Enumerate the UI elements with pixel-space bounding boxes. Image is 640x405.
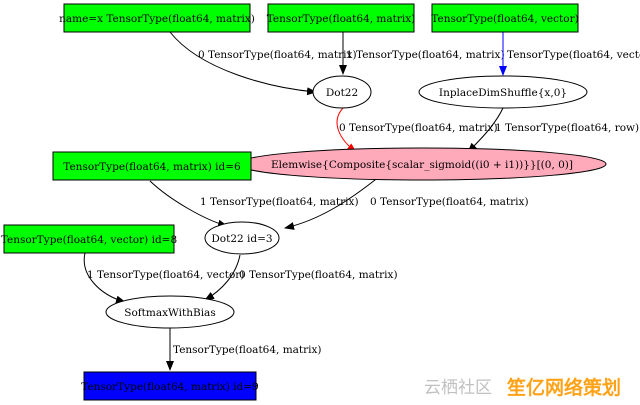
edge-elemwise-to-dot22id3: 0 TensorType(float64, matrix) [284,175,529,230]
edge-label: 1 TensorType(float64, row) [495,122,639,134]
node-input-id8[interactable]: TensorType(float64, vector) id=8 [1,224,177,254]
watermark: 云栖社区 笙亿网络策划 [424,376,621,399]
node-label: TensorType(float64, matrix) id=9 [81,381,258,393]
node-label: InplaceDimShuffle{x,0} [439,87,567,99]
edge-id6-to-dot22id3: 1 TensorType(float64, matrix) [149,180,359,228]
edge-softmax-to-output: TensorType(float64, matrix) [166,327,322,371]
node-dot22[interactable]: Dot22 [312,75,372,109]
node-label: name=x TensorType(float64, matrix) [59,13,255,25]
node-label: TensorType(float64, vector) [431,13,578,25]
node-input-vector[interactable]: TensorType(float64, vector) [431,3,579,33]
edge-x-to-dot22: 0 TensorType(float64, matrix) [169,31,357,96]
watermark-right-text: 笙亿网络策划 [506,376,621,399]
edge-label: 1 TensorType(float64, matrix) [200,196,359,208]
node-dot22-id3[interactable]: Dot22 id=3 [204,221,280,255]
edge-label: 1 TensorType(float64, vector) [87,269,244,281]
watermark-left-text: 云栖社区 [424,378,492,398]
node-output-id9[interactable]: TensorType(float64, matrix) id=9 [81,371,259,401]
edge-id8-to-softmax: 1 TensorType(float64, vector) [83,252,244,304]
node-label: Dot22 [326,87,358,99]
node-label: TensorType(float64, matrix) [267,13,416,25]
node-input-matrix[interactable]: TensorType(float64, matrix) [267,3,416,33]
edge-dot22-to-elemwise: 0 TensorType(float64, matrix) [336,107,498,153]
edge-label: 0 TensorType(float64, matrix) [370,196,529,208]
edge-label: 0 TensorType(float64, matrix) [339,122,498,134]
edge-label: 1 TensorType(float64, matrix) [346,49,505,61]
node-input-x[interactable]: name=x TensorType(float64, matrix) [59,3,255,33]
edge-label: TensorType(float64, vector) [507,49,640,61]
node-label: Dot22 id=3 [211,233,272,245]
node-label: TensorType(float64, vector) id=8 [1,234,177,246]
edge-matrix-to-dot22: 1 TensorType(float64, matrix) [339,32,505,75]
edge-dot22id3-to-softmax: 0 TensorType(float64, matrix) [204,254,398,301]
node-softmax[interactable]: SoftmaxWithBias [105,295,235,329]
node-label: TensorType(float64, matrix) id=6 [63,161,241,173]
node-input-id6[interactable]: TensorType(float64, matrix) id=6 [52,151,252,181]
node-elemwise[interactable]: Elemwise{Composite{scalar_sigmoid((i0 + … [237,147,607,181]
edge-label: 0 TensorType(float64, matrix) [239,269,398,281]
edge-label: TensorType(float64, matrix) [173,344,322,356]
node-label: SoftmaxWithBias [124,307,215,319]
edge-label: 0 TensorType(float64, matrix) [198,49,357,61]
node-dimshuffle[interactable]: InplaceDimShuffle{x,0} [418,75,588,109]
node-label: Elemwise{Composite{scalar_sigmoid((i0 + … [271,159,573,171]
edge-vector-to-dimshuffle: TensorType(float64, vector) [499,32,640,76]
